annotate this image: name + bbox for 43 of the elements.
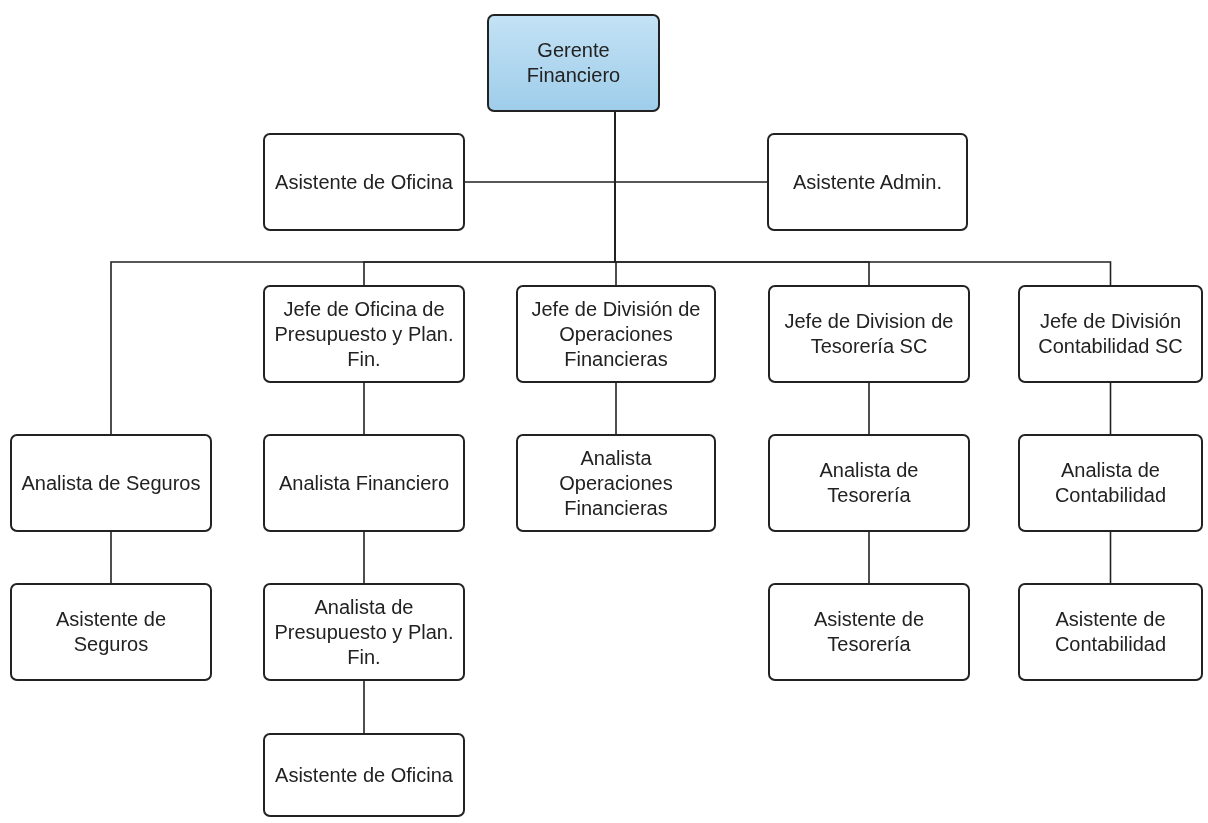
- position-box: [1018, 583, 1203, 681]
- highlighted-position-box: [487, 14, 660, 112]
- position-box: [10, 434, 212, 532]
- position-title: Asistente de Seguros: [54, 607, 168, 657]
- position-box: [516, 285, 716, 383]
- position-box: [768, 434, 970, 532]
- position-title: Asistente de Tesorería: [812, 607, 926, 657]
- position-title: Jefe de Division de Tesorería SC: [783, 309, 955, 359]
- position-title: Asistente de Contabilidad: [1053, 607, 1168, 657]
- position-box: [10, 583, 212, 681]
- connector-line: [1109, 531, 1112, 584]
- position-title: Analista de Tesorería: [818, 458, 920, 508]
- position-box: [1018, 285, 1203, 383]
- position-box: [1018, 434, 1203, 532]
- position-title: Asistente de Oficina: [275, 762, 453, 788]
- position-box: [767, 133, 968, 231]
- position-title: Jefe de División de Operaciones Financieras: [530, 296, 702, 372]
- position-box: [263, 285, 465, 383]
- connector-line: [1109, 382, 1112, 435]
- connector-line: [615, 382, 617, 435]
- position-title: Analista de Contabilidad: [1053, 458, 1168, 508]
- connector-line: [363, 382, 365, 435]
- connector-line: [868, 382, 870, 435]
- position-title: Analista de Presupuesto y Plan. Fin.: [273, 594, 455, 670]
- connector-line: [363, 531, 365, 584]
- position-box: [263, 733, 465, 817]
- position-box: [768, 285, 970, 383]
- position-title: Jefe de División Contabilidad SC: [1037, 309, 1184, 359]
- position-box: [263, 434, 465, 532]
- connector-line: [110, 531, 112, 584]
- position-title: Asistente de Oficina: [275, 169, 453, 195]
- position-box: [263, 133, 465, 231]
- position-box: [263, 583, 465, 681]
- position-box: [768, 583, 970, 681]
- position-title: Jefe de Oficina de Presupuesto y Plan. Fin.: [273, 296, 455, 372]
- connector-line: [868, 531, 870, 584]
- connector-line: [363, 680, 365, 734]
- position-box: [516, 434, 716, 532]
- position-title: Asistente Admin.: [793, 169, 942, 195]
- position-title: Analista Operaciones Financieras: [558, 445, 674, 521]
- position-title: Gerente Financiero: [525, 38, 622, 88]
- position-title: Analista de Seguros: [21, 470, 201, 496]
- position-title: Analista Financiero: [278, 470, 450, 496]
